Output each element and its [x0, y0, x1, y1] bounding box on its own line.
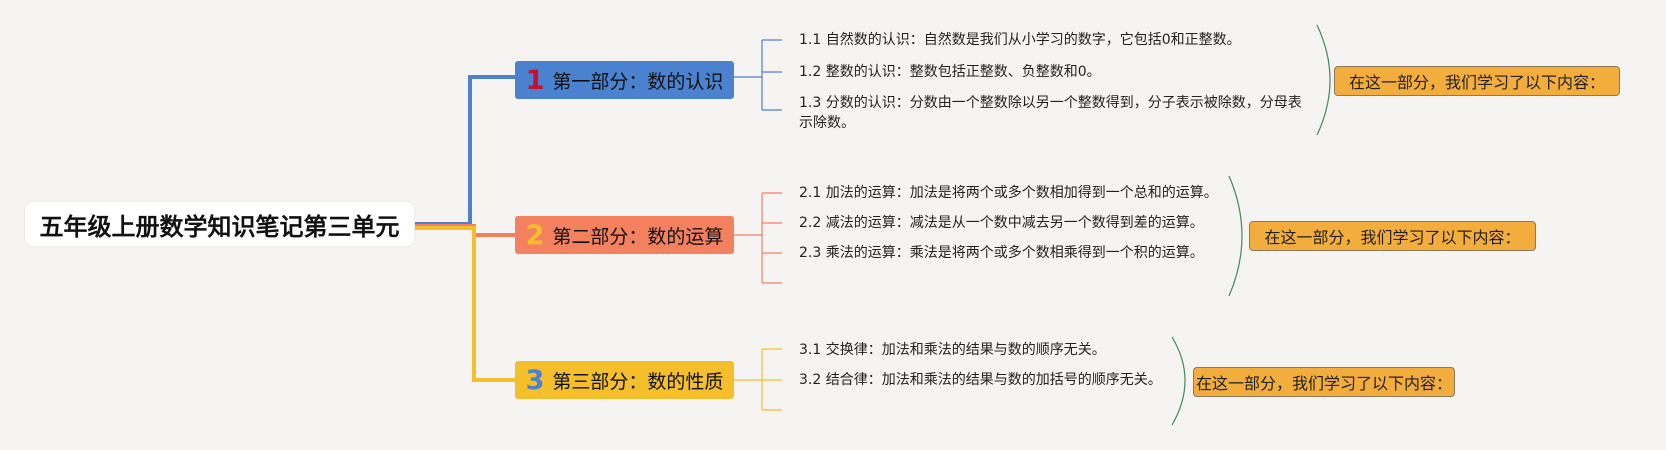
- subtopic-2-3[interactable]: 2.3 乘法的运算：乘法是将两个或多个数相乘得到一个积的运算。: [799, 245, 1204, 261]
- section-2-topic[interactable]: 2 第二部分：数的运算: [515, 216, 734, 254]
- subtopic-2-1[interactable]: 2.1 加法的运算：加法是将两个或多个数相加得到一个总和的运算。: [799, 185, 1218, 201]
- connector-section-3: [414, 226, 515, 382]
- subtopic-1-3[interactable]: 1.3 分数的认识：分数由一个整数除以另一个整数得到，分子表示被除数，分母表示除…: [799, 95, 1302, 131]
- summary-1[interactable]: 在这一部分，我们学习了以下内容：: [1334, 66, 1620, 96]
- section-number-1: 1: [525, 64, 545, 96]
- brace-section-2: [1228, 175, 1243, 297]
- subtopic-2-2[interactable]: 2.2 减法的运算：减法是从一个数中减去另一个数得到差的运算。: [799, 215, 1204, 231]
- section-number-2: 2: [525, 219, 545, 251]
- section-3-title: 第三部分：数的性质: [552, 370, 724, 393]
- summary-3-text: 在这一部分，我们学习了以下内容：: [1195, 374, 1452, 393]
- branches-section-2: [734, 192, 782, 284]
- branches-section-3: [734, 348, 782, 411]
- section-1-topic[interactable]: 1 第一部分：数的认识: [515, 61, 734, 99]
- branches-section-1: [734, 39, 782, 111]
- summary-2-text: 在这一部分，我们学习了以下内容：: [1264, 228, 1521, 247]
- brace-section-1: [1316, 24, 1331, 136]
- section-1-title: 第一部分：数的认识: [552, 70, 724, 93]
- summary-2[interactable]: 在这一部分，我们学习了以下内容：: [1249, 221, 1536, 251]
- summary-1-text: 在这一部分，我们学习了以下内容：: [1348, 73, 1605, 92]
- subtopic-1-2[interactable]: 1.2 整数的认识：整数包括正整数、负整数和0。: [799, 64, 1101, 80]
- summary-3[interactable]: 在这一部分，我们学习了以下内容：: [1193, 367, 1455, 397]
- brace-section-3: [1171, 336, 1186, 426]
- root-topic[interactable]: 五年级上册数学知识笔记第三单元: [25, 202, 414, 246]
- section-2-title: 第二部分：数的运算: [552, 225, 724, 248]
- connector-section-1: [414, 75, 515, 226]
- subtopic-1-1[interactable]: 1.1 自然数的认识：自然数是我们从小学习的数字，它包括0和正整数。: [799, 32, 1241, 48]
- section-number-3: 3: [525, 364, 545, 396]
- subtopic-3-1[interactable]: 3.1 交换律：加法和乘法的结果与数的顺序无关。: [799, 342, 1106, 358]
- subtopic-3-2[interactable]: 3.2 结合律：加法和乘法的结果与数的加括号的顺序无关。: [799, 372, 1162, 388]
- root-title: 五年级上册数学知识笔记第三单元: [39, 212, 400, 241]
- section-3-topic[interactable]: 3 第三部分：数的性质: [515, 361, 734, 399]
